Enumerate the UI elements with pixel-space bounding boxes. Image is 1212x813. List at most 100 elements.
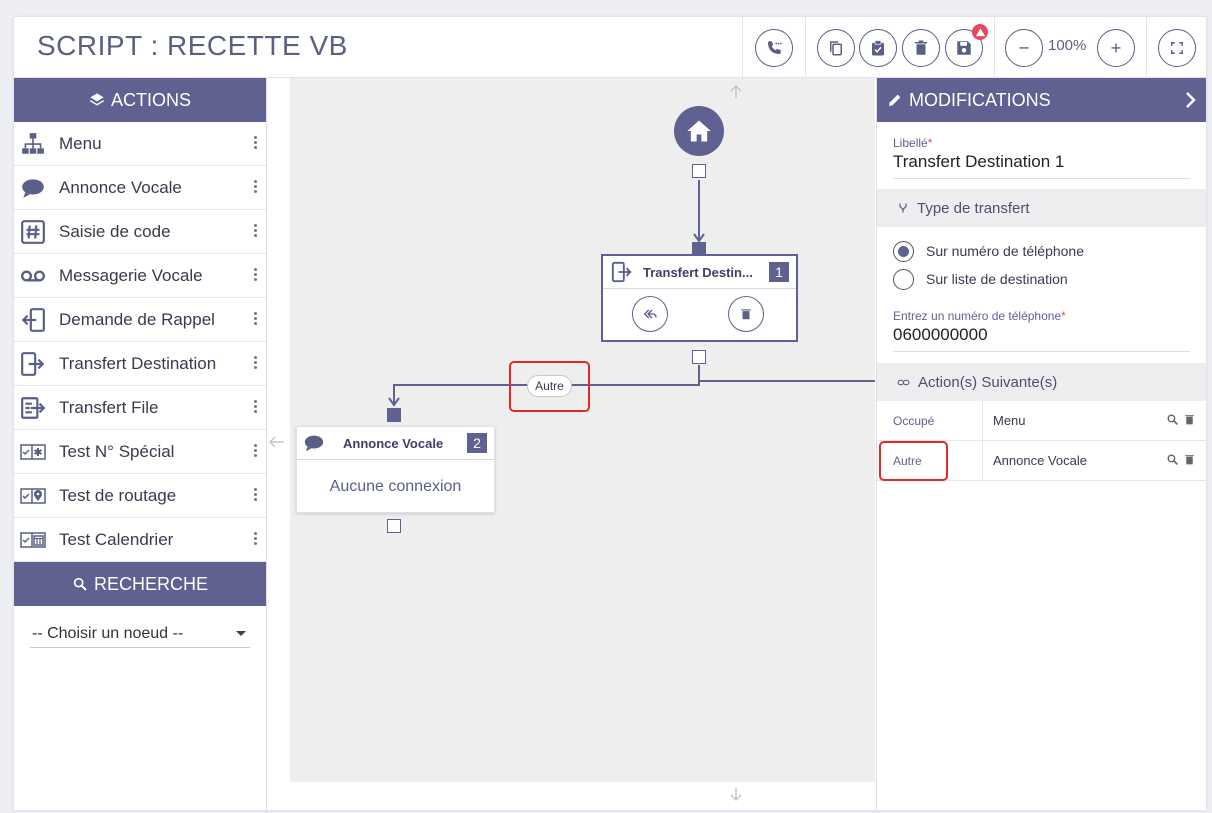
scroll-down-arrow-icon[interactable] [730,788,742,802]
highlight-box [879,441,948,481]
libelle-value[interactable]: Transfert Destination 1 [893,152,1065,171]
search-icon [73,577,87,591]
sidebar-item-label: Transfert File [59,397,159,417]
kebab-menu-icon[interactable] [254,400,258,416]
test-calendar-icon [19,526,47,554]
home-icon [687,120,711,142]
reply-all-icon [643,309,657,319]
actions-sidebar: ACTIONS Menu Annonce Vocale Saisie de co… [14,78,267,810]
trash-icon [741,309,751,320]
next-action-key: Autre [877,441,983,480]
radio-liste[interactable]: Sur liste de destination [877,265,1206,293]
node-actions [603,289,796,340]
search-icon[interactable] [1166,453,1179,466]
kebab-menu-icon[interactable] [254,136,258,152]
link-label-autre[interactable]: Autre [527,375,572,397]
sidebar-item-test-special[interactable]: Test N° Spécial [14,430,266,474]
fullscreen-button[interactable] [1158,29,1196,67]
sidebar-item-saisie-de-code[interactable]: Saisie de code [14,210,266,254]
output-port[interactable] [387,519,401,533]
transfer-type-radios: Sur numéro de téléphone Sur liste de des… [877,227,1206,293]
next-action-row[interactable]: Autre Annonce Vocale [877,441,1206,481]
floppy-disk-icon [957,41,971,55]
radio-button-checked[interactable] [893,240,914,262]
sidebar-item-transfert-file[interactable]: Transfert File [14,386,266,430]
test-routage-icon [19,482,47,510]
sidebar-item-annonce-vocale[interactable]: Annonce Vocale [14,166,266,210]
kebab-menu-icon[interactable] [254,356,258,372]
save-button[interactable] [945,24,988,67]
input-port[interactable] [387,408,401,422]
libelle-label: Libellé* [893,136,933,150]
next-action-key: Occupé [877,401,983,440]
sidebar-item-label: Menu [59,133,102,153]
sidebar-item-transfert-destination[interactable]: Transfert Destination [14,342,266,386]
modifications-header: MODIFICATIONS [877,78,1206,122]
node-number: 2 [467,433,487,453]
type-transfert-section: Type de transfert [877,189,1206,227]
node-number: 1 [769,262,789,282]
chevron-down-icon [236,631,246,636]
kebab-menu-icon[interactable] [254,532,258,548]
radio-telephone[interactable]: Sur numéro de téléphone [877,237,1206,265]
search-icon[interactable] [1166,413,1179,426]
trash-icon[interactable] [1183,413,1196,426]
transfer-file-icon [19,394,47,422]
delete-node-button[interactable] [728,296,764,332]
phone-icon [768,41,782,54]
libelle-field[interactable]: Libellé* Transfert Destination 1 [877,122,1206,179]
reply-button[interactable] [632,296,668,332]
phone-value[interactable]: 0600000000 [893,325,988,344]
node-select[interactable]: -- Choisir un noeud -- [30,620,250,648]
canvas-connectors [268,84,875,802]
next-action-value: Annonce Vocale [993,453,1087,468]
zoom-in-button[interactable] [1097,29,1135,67]
test-special-icon [19,438,47,466]
kebab-menu-icon[interactable] [254,488,258,504]
start-node[interactable] [674,106,724,156]
next-action-value: Menu [993,413,1026,428]
kebab-menu-icon[interactable] [254,224,258,240]
zoom-out-button[interactable] [1005,29,1043,67]
sidebar-item-label: Test Calendrier [59,529,174,549]
kebab-menu-icon[interactable] [254,444,258,460]
sidebar-item-label: Test N° Spécial [59,441,175,461]
radio-button[interactable] [893,268,914,290]
callback-icon [19,306,47,334]
node-select-value: -- Choisir un noeud -- [32,624,184,642]
kebab-menu-icon[interactable] [254,312,258,328]
phone-field[interactable]: Entrez un numéro de téléphone* 060000000… [877,293,1206,352]
sidebar-item-label: Test de routage [59,485,177,505]
sidebar-item-label: Demande de Rappel [59,309,215,329]
modifications-title: MODIFICATIONS [909,89,1051,110]
kebab-menu-icon[interactable] [254,180,258,196]
header-divider [805,17,806,77]
sidebar-item-test-calendrier[interactable]: Test Calendrier [14,518,266,562]
chevron-right-icon[interactable] [1184,91,1198,109]
kebab-menu-icon[interactable] [254,268,258,284]
layers-icon [89,93,104,106]
speech-bubble-icon [19,174,47,202]
flow-canvas[interactable]: Transfert Destin... 1 Autre Annonce Voca… [268,78,875,810]
warning-icon [975,27,985,36]
scroll-up-arrow-icon[interactable] [730,84,742,98]
sidebar-item-messagerie-vocale[interactable]: Messagerie Vocale [14,254,266,298]
call-button[interactable] [755,29,793,67]
validate-button[interactable] [859,29,897,67]
node-annonce-vocale[interactable]: Annonce Vocale 2 Aucune connexion [296,426,495,513]
delete-button[interactable] [902,29,940,67]
output-port[interactable] [692,164,706,178]
input-port[interactable] [692,242,706,256]
sidebar-item-menu[interactable]: Menu [14,122,266,166]
next-action-row[interactable]: Occupé Menu [877,401,1206,441]
minus-icon [1019,47,1029,49]
transfer-icon [611,261,632,283]
row-actions [1166,453,1196,466]
output-port[interactable] [692,350,706,364]
trash-icon[interactable] [1183,453,1196,466]
scroll-left-arrow-icon[interactable] [268,436,284,448]
sidebar-item-test-de-routage[interactable]: Test de routage [14,474,266,518]
sidebar-item-demande-de-rappel[interactable]: Demande de Rappel [14,298,266,342]
copy-button[interactable] [817,29,855,67]
node-transfert-destination[interactable]: Transfert Destin... 1 [601,254,798,342]
